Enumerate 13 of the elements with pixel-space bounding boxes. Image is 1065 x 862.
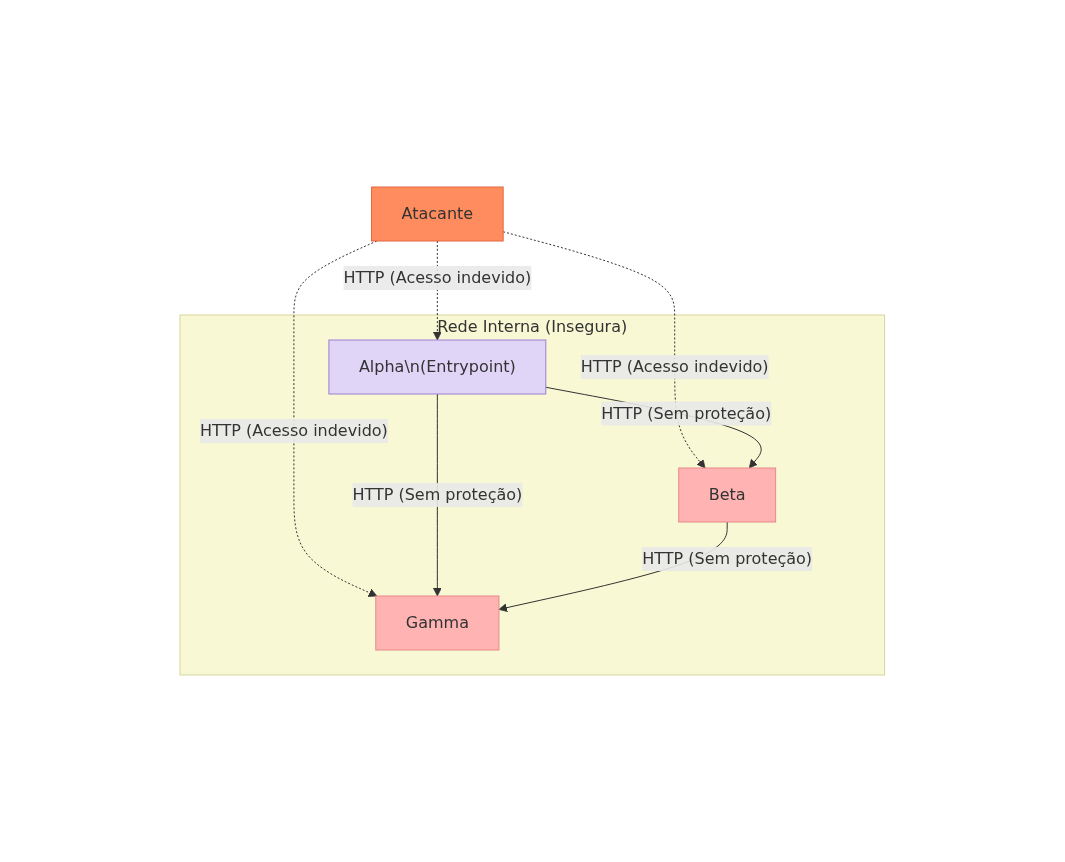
- node-box: Beta: [678, 467, 777, 523]
- edge-label: HTTP (Acesso indevido): [581, 357, 769, 376]
- edge-label: HTTP (Sem proteção): [601, 403, 772, 423]
- node-box: Atacante: [371, 186, 504, 242]
- edge-label: HTTP (Sem proteção): [352, 485, 523, 504]
- node-box: Alpha\n(Entrypoint): [328, 339, 547, 395]
- edge-label: HTTP (Acesso indevido): [200, 421, 389, 440]
- edge-label: HTTP (Acesso indevido): [343, 268, 532, 287]
- arrow: [502, 231, 706, 469]
- arrow: [433, 393, 442, 597]
- node-box: Gamma: [375, 595, 500, 651]
- edge-label: HTTP (Sem proteção): [642, 549, 813, 568]
- arrow: [293, 240, 378, 597]
